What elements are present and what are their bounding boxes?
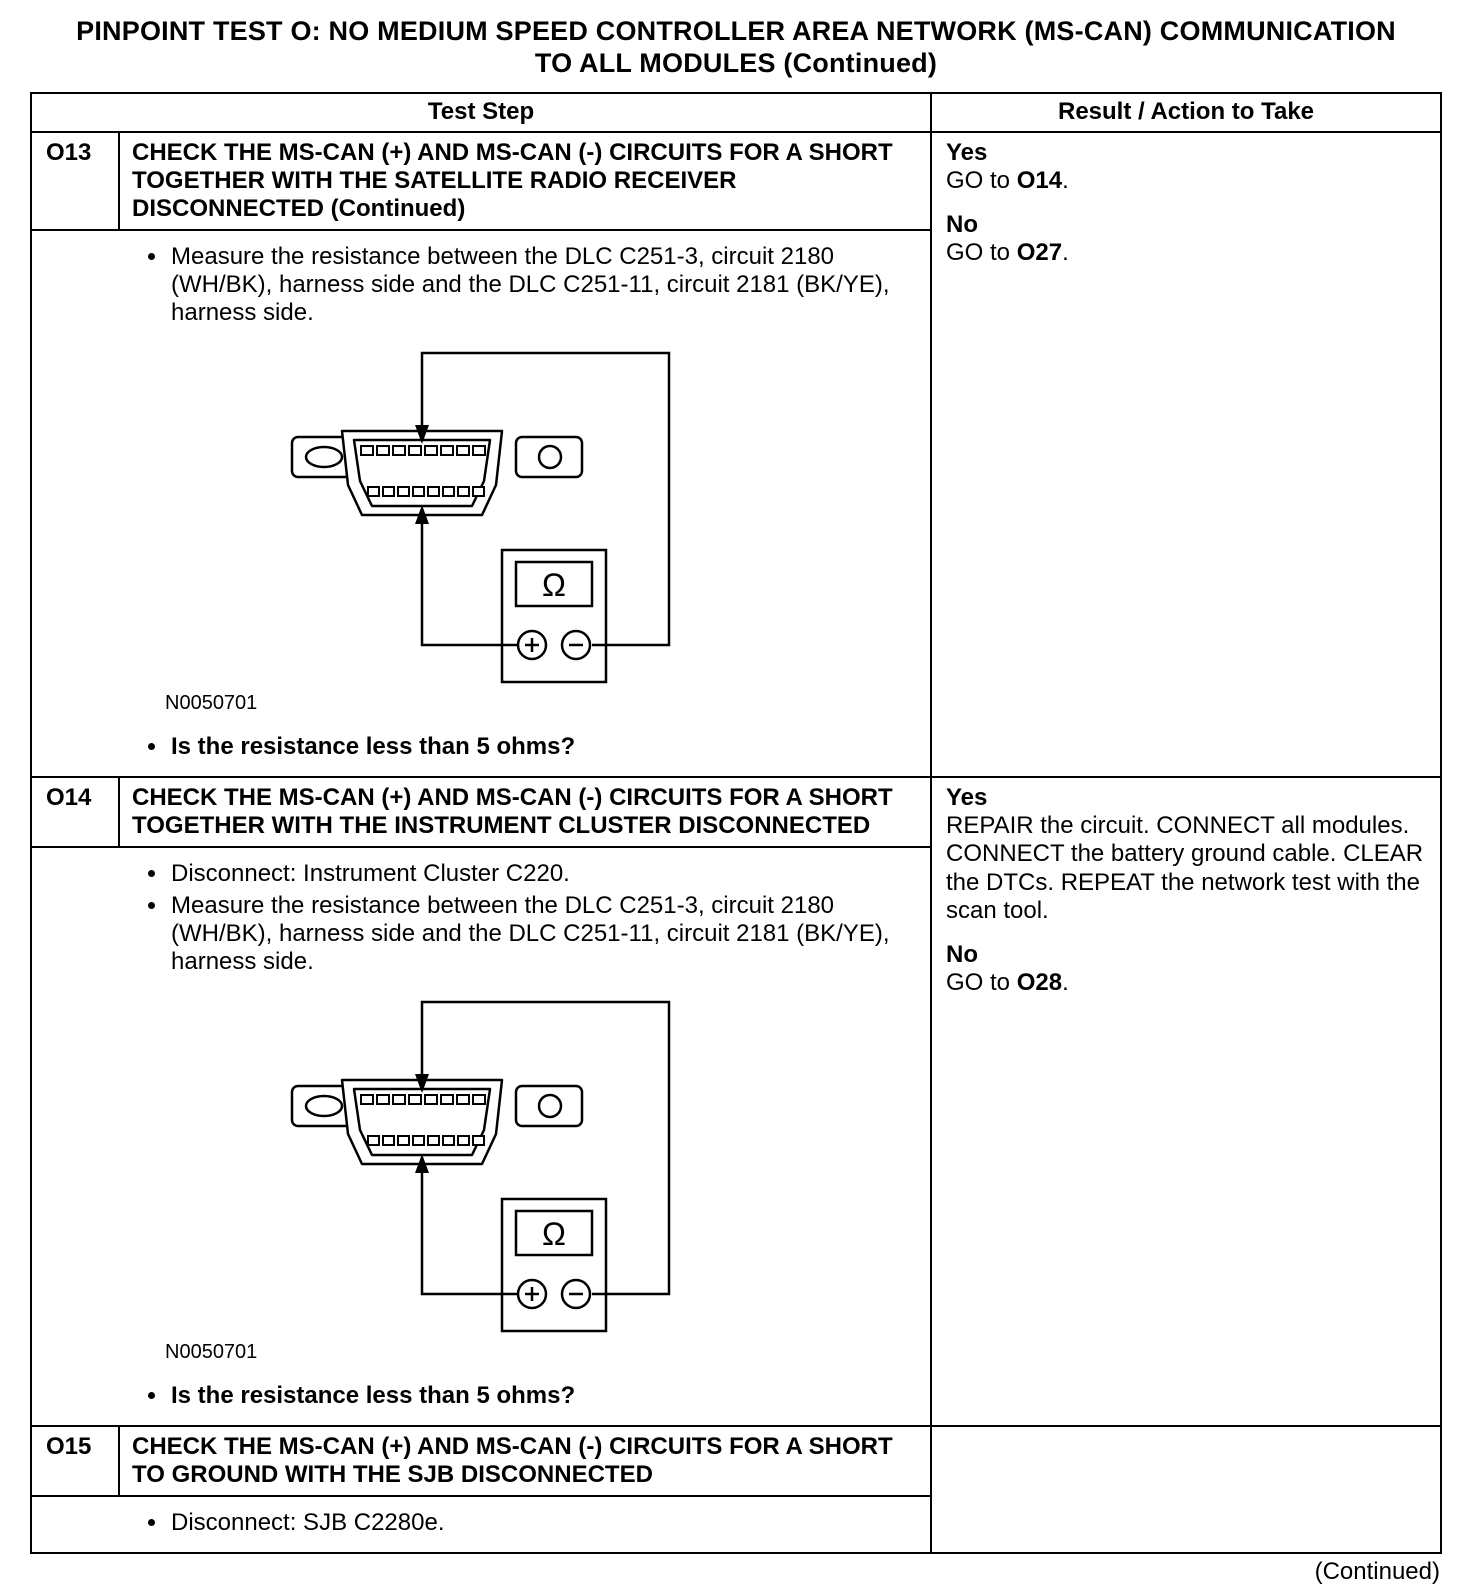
table-row: O13 CHECK THE MS-CAN (+) AND MS-CAN (-) … <box>31 131 1441 779</box>
action-text: . <box>1062 238 1069 266</box>
question-item: Is the resistance less than 5 ohms? <box>169 733 914 761</box>
table-row: O15 CHECK THE MS-CAN (+) AND MS-CAN (-) … <box>31 1425 1441 1554</box>
action-step-ref: O27 <box>1016 238 1063 266</box>
step-id: O14 <box>31 777 120 849</box>
step-id: O13 <box>31 131 120 231</box>
step-id: O15 <box>31 1425 120 1497</box>
probe-arrow-top <box>415 1073 429 1093</box>
instruction-item: Measure the resistance between the DLC C… <box>169 892 914 976</box>
result-action: REPAIR the circuit. CONNECT all modules.… <box>946 812 1426 924</box>
column-header-result-action: Result / Action to Take <box>930 92 1441 133</box>
step-question: Is the resistance less than 5 ohms? <box>32 1382 914 1410</box>
step-result-cell: Yes REPAIR the circuit. CONNECT all modu… <box>930 777 1441 1427</box>
instruction-item: Measure the resistance between the DLC C… <box>169 243 914 327</box>
step-title: CHECK THE MS-CAN (+) AND MS-CAN (-) CIRC… <box>119 777 931 849</box>
probe-arrow-bottom <box>415 1153 429 1173</box>
table-row: Measure the resistance between the DLC C… <box>31 229 1441 779</box>
step-result-cell: Yes GO to O14. No GO to O27. <box>930 131 1441 779</box>
probe-arrow-top <box>415 425 429 445</box>
page-title-line2: TO ALL MODULES (Continued) <box>534 47 938 78</box>
figure-label: N0050701 <box>165 692 258 715</box>
result-decision: Yes <box>946 138 988 166</box>
figure: Ω <box>164 994 914 1339</box>
step-title: CHECK THE MS-CAN (+) AND MS-CAN (-) CIRC… <box>119 1425 931 1497</box>
step-title: CHECK THE MS-CAN (+) AND MS-CAN (-) CIRC… <box>119 131 931 231</box>
result-action: GO to O28. <box>946 969 1426 997</box>
action-text: GO to <box>946 166 1017 194</box>
result-action: GO to O14. <box>946 167 1426 195</box>
table-row: Disconnect: Instrument Cluster C220. Mea… <box>31 847 1441 1427</box>
page-title: PINPOINT TEST O: NO MEDIUM SPEED CONTROL… <box>30 16 1442 80</box>
ohmmeter-symbol: Ω <box>542 1216 566 1252</box>
table-row: O14 CHECK THE MS-CAN (+) AND MS-CAN (-) … <box>31 777 1441 1427</box>
question-item: Is the resistance less than 5 ohms? <box>169 1382 914 1410</box>
result-decision: No <box>946 940 978 968</box>
table-header-row: Test Step Result / Action to Take <box>31 92 1441 133</box>
table-row: Disconnect: SJB C2280e. <box>31 1496 1441 1553</box>
result-decision: No <box>946 210 978 238</box>
action-text: . <box>1062 968 1069 996</box>
result-action: GO to O27. <box>946 239 1426 267</box>
step-result-cell <box>930 1425 1441 1554</box>
probe-arrow-bottom <box>415 505 429 525</box>
page-title-line1: PINPOINT TEST O: NO MEDIUM SPEED CONTROL… <box>76 16 1396 46</box>
action-step-ref: O14 <box>1016 166 1063 194</box>
ohmmeter-symbol: Ω <box>542 567 566 603</box>
dlc-connector-ohmmeter-diagram: Ω <box>290 1000 671 1332</box>
instruction-item: Disconnect: Instrument Cluster C220. <box>169 860 914 888</box>
pinpoint-test-table: Test Step Result / Action to Take O13 CH… <box>30 91 1442 1555</box>
action-text: REPAIR the circuit. CONNECT all modules.… <box>946 812 1424 924</box>
figure: Ω <box>164 345 914 690</box>
dlc-connector-ohmmeter-diagram: Ω <box>290 351 671 684</box>
action-text: GO to <box>946 238 1017 266</box>
step-instructions: Measure the resistance between the DLC C… <box>32 243 914 327</box>
step-instructions: Disconnect: SJB C2280e. <box>32 1509 914 1537</box>
step-body-cell: Disconnect: Instrument Cluster C220. Mea… <box>31 847 931 1427</box>
instruction-item: Disconnect: SJB C2280e. <box>169 1509 914 1537</box>
step-body-cell: Measure the resistance between the DLC C… <box>31 229 931 779</box>
step-instructions: Disconnect: Instrument Cluster C220. Mea… <box>32 860 914 975</box>
column-header-test-step: Test Step <box>31 92 931 133</box>
action-text: GO to <box>946 968 1017 996</box>
continued-footer: (Continued) <box>1314 1558 1440 1586</box>
action-step-ref: O28 <box>1016 968 1063 996</box>
result-decision: Yes <box>946 784 988 812</box>
step-body-cell: Disconnect: SJB C2280e. <box>31 1496 931 1553</box>
action-text: . <box>1062 166 1069 194</box>
figure-label: N0050701 <box>165 1340 258 1363</box>
step-question: Is the resistance less than 5 ohms? <box>32 733 914 761</box>
